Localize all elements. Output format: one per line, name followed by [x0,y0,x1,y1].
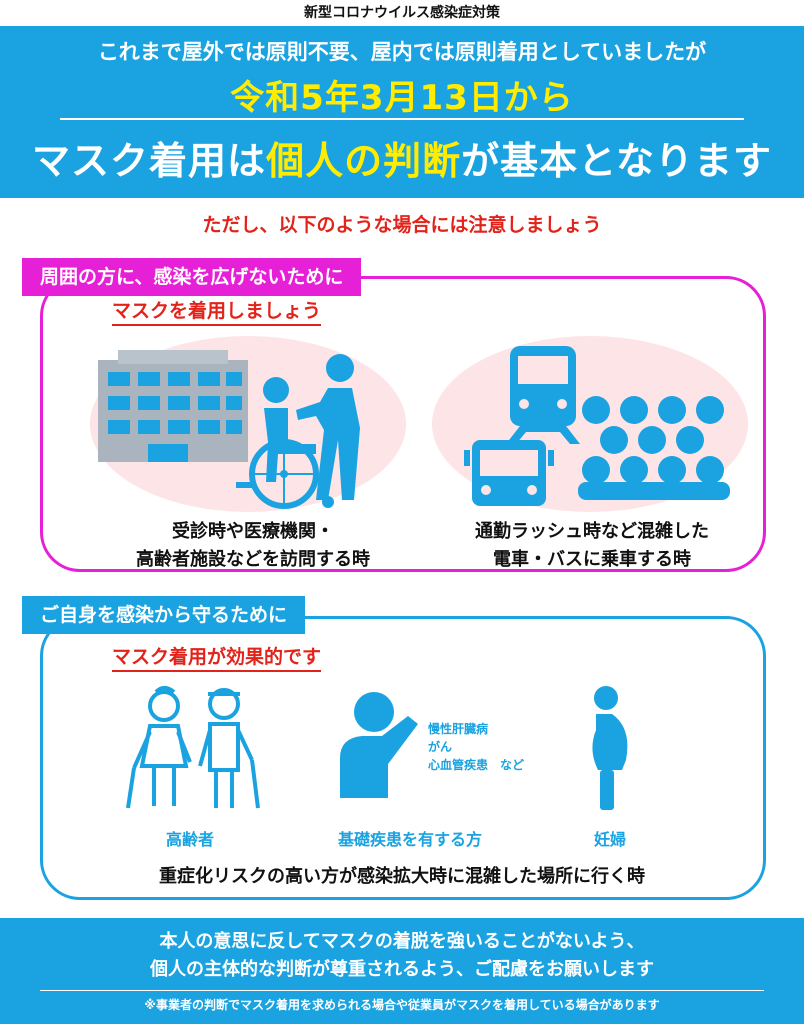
high-risk-text: 重症化リスクの高い方が感染拡大時に混雑した場所に行く時 [159,866,645,887]
main-message-highlight: 個人の判断 [266,139,462,183]
hospital-building-icon [98,350,248,462]
section2-subheading: マスク着用が効果的です [112,644,322,672]
section1-frame [40,276,766,572]
main-message-post: が基本となります [461,139,772,183]
footer-line2: 個人の主体的な判断が尊重されるよう、ご配慮をお願いします [150,959,654,980]
footer-request: 本人の意思に反してマスクの着脱を強いることがないよう、 個人の主体的な判断が尊重… [0,928,804,984]
section1-tag: 周囲の方に、感染を広げないために [22,258,362,296]
crowded-transit-illustration [432,336,748,512]
header-main-message: マスク着用は個人の判断が基本となります [0,130,804,185]
condition-item: がん [428,740,453,754]
header-divider [60,118,744,120]
footer-banner: 本人の意思に反してマスクの着脱を強いることがないよう、 個人の主体的な判断が尊重… [0,918,804,1024]
underlying-condition-label: 基礎疾患を有する方 [337,830,482,849]
train-icon [506,346,580,444]
wheelchair-icon [236,377,334,509]
header-date: 令和5年3月13日から [230,78,574,118]
person-with-condition-icon [340,692,418,798]
crowd-icon [578,396,730,500]
caregiver-icon [296,354,360,500]
elderly-label: 高齢者 [165,830,214,849]
caution-text: ただし、以下のような場合には注意しましょう [202,214,602,236]
elderly-couple-icon [126,686,260,809]
section2-frame [40,616,766,900]
condition-list: 慢性肝臓病 がん 心血管疾患 など [428,720,524,774]
footer-divider [40,990,764,991]
condition-item: 心血管疾患 など [428,758,525,772]
pregnant-woman-icon [592,686,628,810]
header-previous-rule: これまで屋外では原則不要、屋内では原則着用としていましたが [97,40,707,64]
condition-item: 慢性肝臓病 [428,722,489,736]
footer-note: ※事業者の判断でマスク着用を求められる場合や従業員がマスクを着用している場合があ… [144,998,660,1012]
header-banner: これまで屋外では原則不要、屋内では原則着用としていましたが 令和5年3月13日か… [0,26,804,198]
hospital-caption: 受診時や医療機関・ 高齢者施設などを訪問する時 [88,518,418,574]
bus-icon [464,440,554,506]
hospital-caption-line1: 受診時や医療機関・ [172,521,334,542]
section2-tag: ご自身を感染から守るために [22,596,306,634]
hospital-visit-illustration [90,336,406,512]
transit-caption: 通勤ラッシュ時など混雑した 電車・バスに乗車する時 [432,518,752,574]
section1-subheading: マスクを着用しましょう [112,298,322,326]
top-label: 新型コロナウイルス感染症対策 [304,5,500,21]
footer-line1: 本人の意思に反してマスクの着脱を強いることがないよう、 [159,931,645,952]
hospital-caption-line2: 高齢者施設などを訪問する時 [136,549,370,570]
transit-caption-line1: 通勤ラッシュ時など混雑した [475,521,709,542]
transit-caption-line2: 電車・バスに乗車する時 [493,549,691,570]
main-message-pre: マスク着用は [32,139,267,183]
pregnant-label: 妊婦 [593,830,626,849]
